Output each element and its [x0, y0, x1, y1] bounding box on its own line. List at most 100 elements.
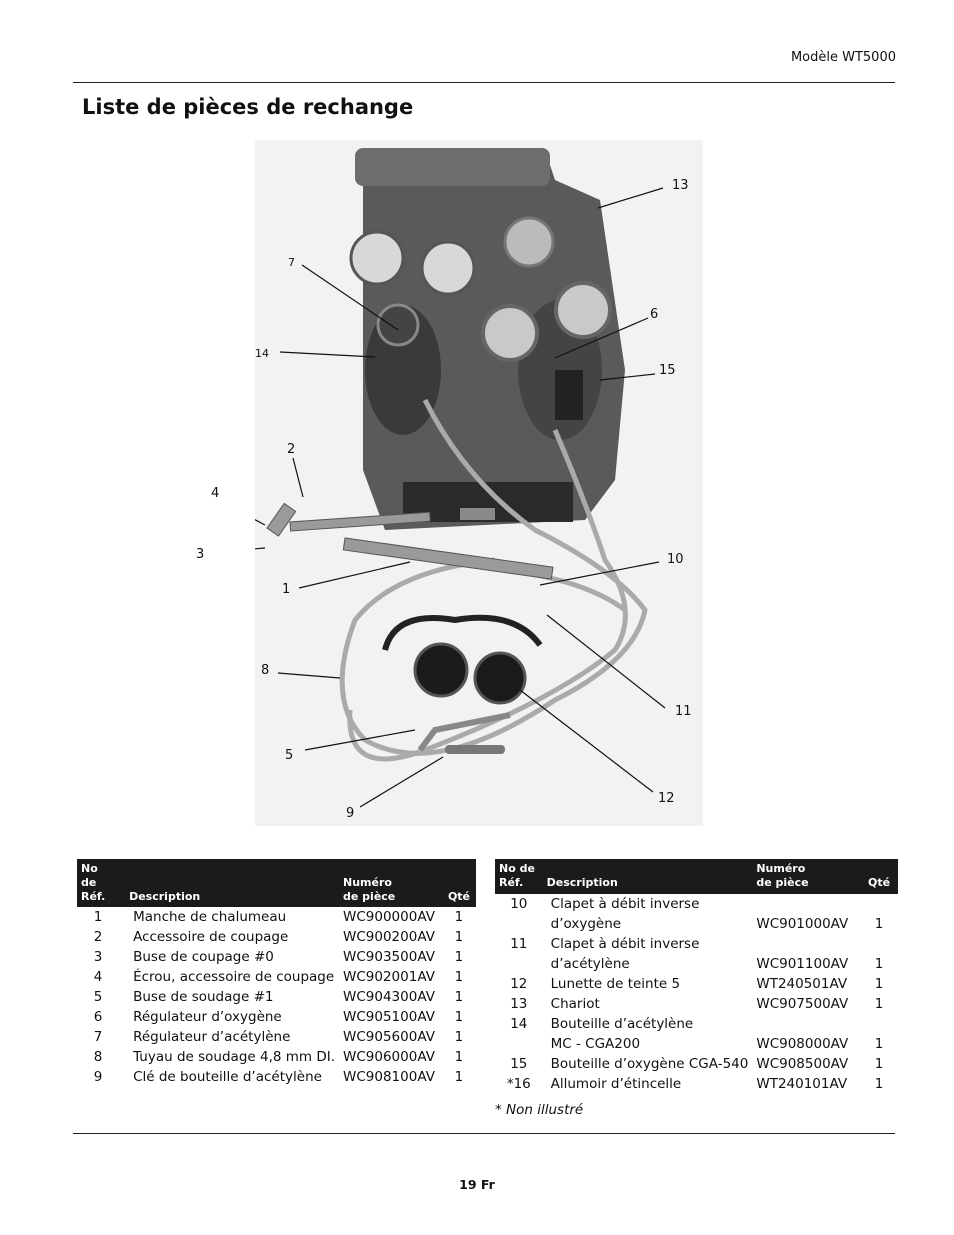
ref-cell: 9: [93, 1069, 103, 1086]
table-row: 4 Écrou, accessoire de coupage WC902001AV 1: [77, 967, 476, 987]
ref-cell: 3: [93, 949, 103, 966]
ref-cell: 4: [93, 969, 103, 986]
callout-10: 10: [667, 552, 684, 567]
top-rule: [73, 82, 895, 83]
ref-cell: 2: [93, 929, 103, 946]
ref-cell: 11: [510, 935, 528, 952]
description-cell: d’acétylène: [550, 955, 630, 972]
table-row: 7 Régulateur d’acétylène WC905600AV 1: [77, 1027, 476, 1047]
part-number-cell: WC902001AV: [343, 969, 435, 986]
table-row: 5 Buse de soudage #1 WC904300AV 1: [77, 987, 476, 1007]
description-cell: Régulateur d’acétylène: [133, 1029, 291, 1046]
description-cell: Accessoire de coupage: [133, 929, 289, 946]
ref-cell: [495, 1034, 543, 1054]
part-number-cell: WC903500AV: [343, 949, 435, 966]
part-number-cell: [752, 894, 860, 914]
ref-cell: [495, 954, 543, 974]
qty-cell: 1: [454, 989, 464, 1006]
table-row: d’oxygène WC901000AV 1: [495, 914, 898, 934]
page-number: 19 Fr: [459, 1177, 495, 1192]
ref-cell: 13: [510, 995, 528, 1012]
welding-kit-illustration: [214, 140, 703, 826]
table-row: 11 Clapet à débit inverse: [495, 934, 898, 954]
ref-cell: *16: [506, 1075, 531, 1092]
qty-cell: 1: [454, 929, 464, 946]
qty-cell: 1: [874, 1075, 884, 1092]
qty-cell: 1: [874, 975, 884, 992]
table-row: 14 Bouteille d’acétylène: [495, 1014, 898, 1034]
part-number-cell: WC908000AV: [756, 1035, 849, 1052]
description-cell: Clapet à débit inverse: [550, 935, 700, 952]
ref-cell: [495, 914, 543, 934]
callout-6: 6: [650, 307, 659, 322]
description-cell: Tuyau de soudage 4,8 mm DI.: [133, 1049, 336, 1066]
qty-cell: 1: [874, 1035, 884, 1052]
callout-14: 14: [255, 347, 269, 360]
part-number-cell: WT240501AV: [756, 975, 848, 992]
ref-cell: 7: [93, 1029, 103, 1046]
callout-3: 3: [196, 547, 205, 562]
ref-cell: 15: [510, 1055, 528, 1072]
description-cell: Écrou, accessoire de coupage: [133, 969, 335, 986]
col-qty: Qté: [860, 859, 898, 894]
part-number-cell: WC900200AV: [343, 929, 435, 946]
callout-7: 7: [288, 256, 295, 269]
callout-4: 4: [211, 486, 220, 501]
qty-cell: 1: [454, 1029, 464, 1046]
qty-cell: 1: [874, 915, 884, 932]
description-cell: Chariot: [550, 995, 600, 1012]
col-qty: Qté: [441, 859, 476, 908]
table-row: 2 Accessoire de coupage WC900200AV 1: [77, 927, 476, 947]
callout-1: 1: [282, 582, 291, 597]
qty-cell: 1: [454, 909, 464, 926]
description-cell: Clapet à débit inverse: [550, 895, 700, 912]
description-cell: Buse de coupage #0: [133, 949, 274, 966]
ref-cell: 10: [510, 895, 528, 912]
part-number-cell: WC905600AV: [343, 1029, 435, 1046]
description-cell: d’oxygène: [550, 915, 622, 932]
description-cell: Bouteille d’oxygène CGA-540: [550, 1055, 749, 1072]
qty-cell: 1: [454, 1049, 464, 1066]
qty-cell: 1: [454, 1009, 464, 1026]
product-photo: [214, 140, 703, 826]
ref-cell: 14: [510, 1015, 528, 1032]
description-cell: Clé de bouteille d’acétylène: [133, 1069, 322, 1086]
qty-cell: 1: [454, 949, 464, 966]
table-row: 10 Clapet à débit inverse: [495, 894, 898, 914]
part-number-cell: WC908100AV: [343, 1069, 435, 1086]
callout-13: 13: [672, 178, 689, 193]
part-number-cell: WC908500AV: [756, 1055, 849, 1072]
page-title: Liste de pièces de rechange: [82, 95, 414, 119]
description-cell: Buse de soudage #1: [133, 989, 274, 1006]
part-number-cell: WC901100AV: [756, 955, 849, 972]
qty-cell: [860, 1014, 898, 1034]
ref-cell: 5: [93, 989, 103, 1006]
part-number-cell: WC901000AV: [756, 915, 849, 932]
qty-cell: 1: [454, 1069, 464, 1086]
description-cell: Régulateur d’oxygène: [133, 1009, 282, 1026]
part-number-cell: [752, 1014, 860, 1034]
col-description: Description: [542, 859, 753, 894]
callout-2: 2: [287, 442, 296, 457]
ref-cell: 8: [93, 1049, 103, 1066]
part-number-cell: WC904300AV: [343, 989, 435, 1006]
qty-cell: 1: [454, 969, 464, 986]
qty-cell: [860, 934, 898, 954]
ref-cell: 1: [93, 909, 103, 926]
description-cell: Bouteille d’acétylène: [550, 1015, 694, 1032]
